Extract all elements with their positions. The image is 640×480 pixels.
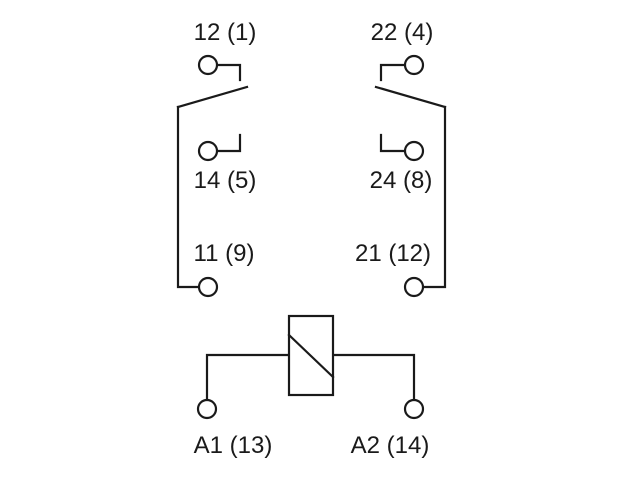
terminal-22	[403, 54, 425, 76]
label-14: 14 (5)	[194, 167, 257, 194]
fixed-contact-22	[379, 63, 406, 82]
label-21: 21 (12)	[355, 240, 431, 267]
coil-wire-a2	[331, 353, 416, 401]
label-24: 24 (8)	[370, 167, 433, 194]
relay-coil	[205, 314, 416, 401]
terminal-a2	[403, 398, 425, 420]
label-22: 22 (4)	[371, 19, 434, 46]
fixed-contact-14	[216, 133, 242, 153]
moving-contact-left	[176, 85, 249, 109]
contact-set-right	[374, 63, 447, 289]
label-a2: A2 (14)	[351, 432, 430, 459]
common-wire-11	[176, 105, 200, 289]
terminal-14	[197, 140, 219, 162]
label-12: 12 (1)	[194, 19, 257, 46]
common-wire-21	[421, 105, 447, 289]
label-11: 11 (9)	[194, 240, 255, 267]
moving-contact-right	[374, 85, 447, 109]
terminal-21	[403, 276, 425, 298]
terminal-24	[403, 140, 425, 162]
terminal-11	[197, 276, 219, 298]
fixed-contact-12	[216, 63, 242, 82]
terminal-a1	[196, 398, 218, 420]
label-a1: A1 (13)	[194, 432, 273, 459]
contact-set-left	[176, 63, 249, 289]
fixed-contact-24	[379, 133, 406, 153]
coil-wire-a1	[205, 353, 291, 401]
terminal-12	[197, 54, 219, 76]
coil-diagonal	[287, 333, 335, 379]
